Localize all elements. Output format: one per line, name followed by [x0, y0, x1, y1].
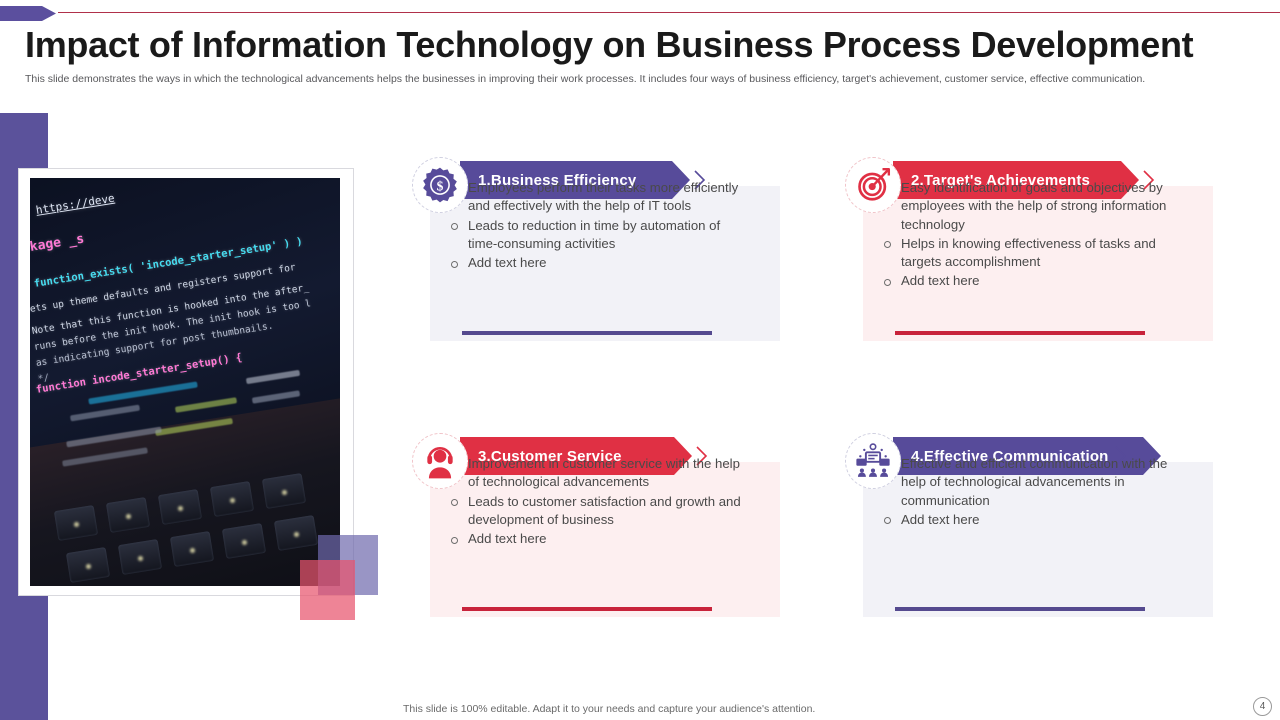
card-banner: 4.Effective Communication: [893, 437, 1161, 475]
card-banner: 3.Customer Service: [460, 437, 692, 475]
card-underline-bar: [462, 607, 712, 611]
card-body: [430, 186, 780, 341]
list-item: Add text here: [883, 511, 1183, 529]
key-glow: [74, 522, 79, 527]
key-glow: [282, 490, 287, 495]
card-banner: 2.Target's Achievements: [893, 161, 1139, 199]
key-glow: [190, 548, 195, 553]
card-bullet-list: Improvement in customer service with the…: [450, 455, 750, 549]
decorative-square-pink: [300, 560, 355, 620]
card-bullet-list: Employees perform their tasks more effic…: [450, 179, 750, 273]
card-body: [863, 462, 1213, 617]
chevron-right-icon: [696, 446, 708, 466]
card-body: [863, 186, 1213, 341]
top-left-arrow-tag: [0, 6, 56, 21]
laptop-code-image: https://deve kage _s function_exists( 'i…: [30, 178, 340, 586]
page-subtitle: This slide demonstrates the ways in whic…: [25, 73, 1146, 85]
top-horizontal-rule: [58, 12, 1280, 13]
card-bullet-list: Easy identification of goals and objecti…: [883, 179, 1183, 292]
card-title: 4.Effective Communication: [911, 447, 1109, 465]
card-banner: 1.Business Efficiency: [460, 161, 690, 199]
chevron-right-icon: [1115, 446, 1127, 466]
svg-text:$: $: [437, 179, 444, 194]
target-dartboard-icon: [858, 167, 891, 201]
icon-dashed-ring: [412, 157, 468, 213]
icon-dashed-ring: [845, 157, 901, 213]
list-item: Helps in knowing effectiveness of tasks …: [883, 235, 1183, 272]
key-glow: [86, 564, 91, 569]
list-item: Leads to customer satisfaction and growt…: [450, 493, 750, 530]
footer-note: This slide is 100% editable. Adapt it to…: [403, 703, 816, 715]
key-glow: [242, 540, 247, 545]
card-body: [430, 462, 780, 617]
list-item: Effective and efficient communication wi…: [883, 455, 1183, 510]
list-item: Add text here: [450, 254, 750, 272]
key-glow: [294, 532, 299, 537]
list-item: Add text here: [450, 530, 750, 548]
chevron-right-icon: [694, 170, 706, 190]
customer-support-person-icon: [427, 447, 453, 479]
key-glow: [126, 514, 131, 519]
network-communication-icon: [856, 443, 890, 477]
card-icon-container: [845, 157, 901, 213]
list-item: Easy identification of goals and objecti…: [883, 179, 1183, 234]
key-glow: [138, 556, 143, 561]
chevron-right-icon: [1143, 170, 1155, 190]
list-item: Add text here: [883, 272, 1183, 290]
key-glow: [178, 506, 183, 511]
page-number-badge: 4: [1253, 697, 1272, 716]
card-bullet-list: Effective and efficient communication wi…: [883, 455, 1183, 530]
card-underline-bar: [462, 331, 712, 335]
card-underline-bar: [895, 607, 1145, 611]
gear-dollar-icon: $: [423, 167, 457, 203]
card-title: 1.Business Efficiency: [478, 171, 637, 189]
card-title: 2.Target's Achievements: [911, 171, 1091, 189]
card-underline-bar: [895, 331, 1145, 335]
list-item: Leads to reduction in time by automation…: [450, 217, 750, 254]
card-icon-container: $: [412, 157, 468, 213]
icon-dashed-ring: [845, 433, 901, 489]
list-item: Employees perform their tasks more effic…: [450, 179, 750, 216]
key-glow: [230, 498, 235, 503]
page-title: Impact of Information Technology on Busi…: [25, 24, 1194, 65]
icon-dashed-ring: [412, 433, 468, 489]
card-icon-container: [412, 433, 468, 489]
card-icon-container: [845, 433, 901, 489]
list-item: Improvement in customer service with the…: [450, 455, 750, 492]
card-title: 3.Customer Service: [478, 447, 622, 465]
